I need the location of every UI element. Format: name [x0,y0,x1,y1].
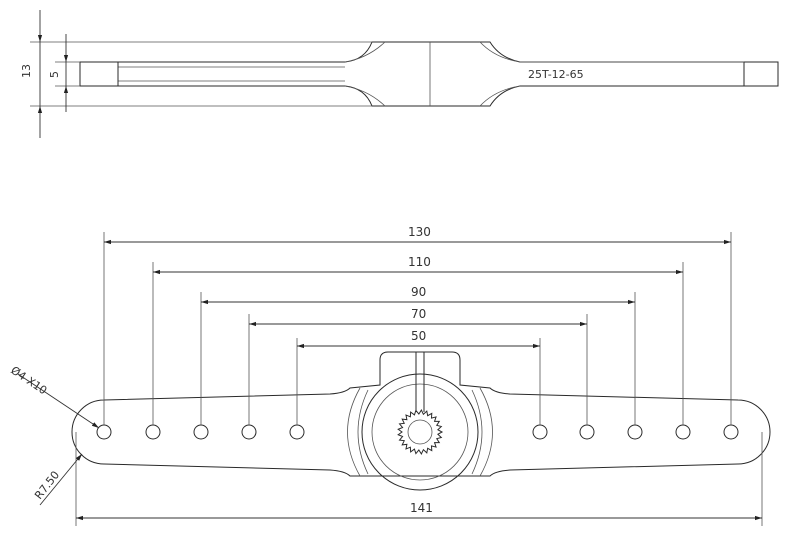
spline-gear-icon [397,408,444,456]
extension-lines [75,232,763,526]
hub-inner-circle [371,383,469,481]
dim-5-label: 5 [48,71,61,78]
hole-callout-leader [17,373,100,429]
dim-110-label: 110 [408,255,431,269]
side-view: 25T-12-65 13 5 [20,10,779,138]
mounting-holes [96,424,739,440]
dim-50-label: 50 [411,329,426,343]
dim-130-label: 130 [408,225,431,239]
side-bevel-bottom-left [344,85,386,107]
side-bevel-bottom-right [479,85,521,107]
hole-3 [193,424,209,440]
side-bevel-top-right [479,41,521,63]
hole-7 [579,424,595,440]
hub-ring-right-inner [471,389,483,475]
hub-ring-right [479,387,493,477]
top-view: 130 110 90 70 50 141 Ø4 X10 R7.50 [8,225,771,526]
hole-5 [289,424,305,440]
radius-callout-leader [39,453,83,506]
hub-ring-left [347,387,361,477]
hole-4 [241,424,257,440]
hub-ring-left-inner [357,389,369,475]
hole-8 [627,424,643,440]
side-bevel-top-left [344,41,386,63]
side-right-pad [743,61,779,87]
dim-70-label: 70 [411,307,426,321]
dim-13-label: 13 [20,64,33,78]
hub-outer-circle [361,373,479,491]
side-left-pad [79,61,119,87]
part-code-label: 25T-12-65 [528,68,584,81]
hole-10 [723,424,739,440]
hole-2 [145,424,161,440]
hole-1 [96,424,112,440]
side-arm-outline [79,41,779,107]
arm-outline [71,351,771,477]
hole-9 [675,424,691,440]
spline-bore [407,419,433,445]
dim-90-label: 90 [411,285,426,299]
dim-141-label: 141 [410,501,433,515]
hole-6 [532,424,548,440]
hole-callout-label: Ø4 X10 [8,364,49,398]
